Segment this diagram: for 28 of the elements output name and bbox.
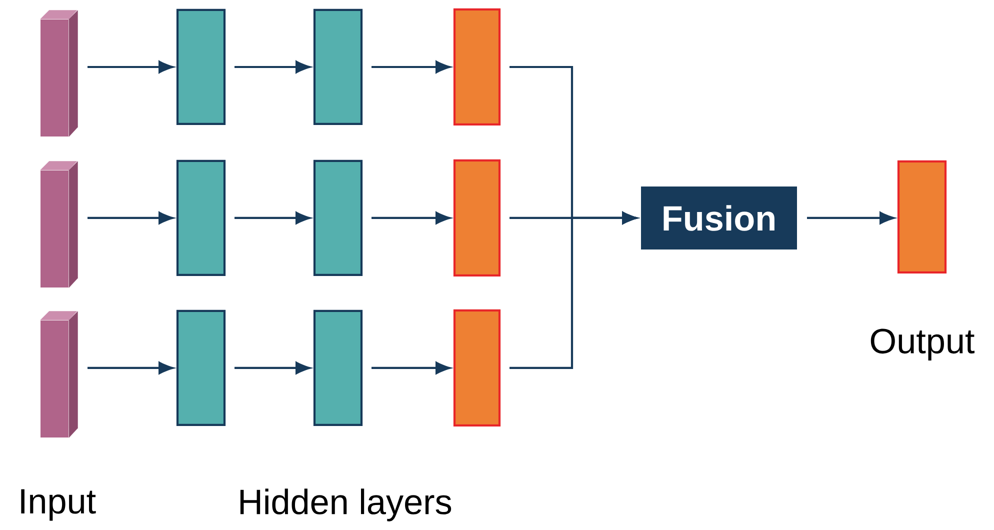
hidden-layer-box <box>313 8 363 126</box>
arrow <box>88 362 174 374</box>
arrow <box>234 362 310 374</box>
output-box <box>453 159 501 277</box>
output-box <box>453 309 501 427</box>
arrow <box>88 60 174 74</box>
column-label: Input <box>21 489 96 521</box>
hidden-layer-box <box>176 160 226 276</box>
axis-label: Output <box>870 328 974 361</box>
output-box <box>897 160 947 274</box>
arrow <box>88 212 174 224</box>
fusion-box: Fusion <box>641 186 797 250</box>
input-prism <box>40 10 78 137</box>
arrow <box>807 212 894 224</box>
input-prism <box>40 311 78 438</box>
arrow <box>372 212 450 224</box>
column-label: Hidden layers <box>240 488 452 522</box>
hidden-layer-box <box>313 160 363 276</box>
hidden-layer-box <box>313 310 363 426</box>
arrow <box>372 362 450 374</box>
arrow <box>234 212 310 224</box>
output-box <box>453 8 501 126</box>
arrow <box>510 212 637 370</box>
hidden-layer-box <box>176 8 226 126</box>
arrow <box>372 60 450 74</box>
arrow <box>234 60 310 74</box>
hidden-layer-box <box>176 310 226 426</box>
input-prism <box>40 161 78 288</box>
